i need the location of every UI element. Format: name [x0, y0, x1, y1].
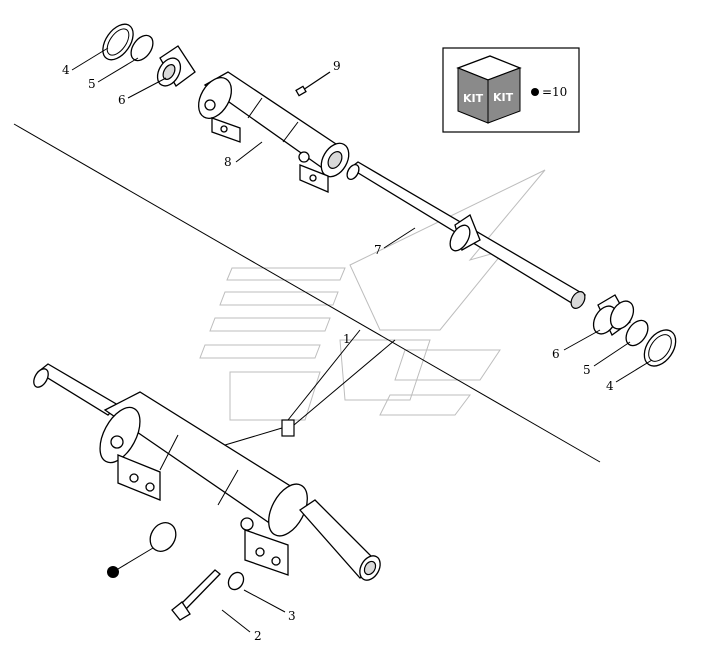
callout-5-top: 5	[88, 77, 96, 91]
callout-9: 9	[333, 59, 341, 73]
bolt	[171, 569, 221, 621]
callout-7: 7	[374, 243, 382, 257]
bushing-right	[592, 294, 635, 336]
bushing-top	[156, 45, 196, 87]
kit-legend-box: KIT KIT = 10	[442, 47, 580, 133]
o-ring-top	[130, 34, 154, 62]
retaining-ring-top	[102, 23, 134, 61]
grease-fitting	[295, 71, 331, 97]
callout-5-right: 5	[583, 363, 591, 377]
callout-4-right: 4	[606, 379, 614, 393]
callout-4-top: 4	[62, 63, 70, 77]
callout-3: 3	[288, 609, 296, 623]
kit-word-right: KIT	[493, 91, 514, 104]
o-ring-bottom	[149, 522, 177, 552]
reference-line	[13, 123, 601, 463]
retaining-ring-right	[643, 329, 677, 367]
cylinder-assembly-bottom	[33, 363, 381, 581]
piston-rod-top	[346, 161, 587, 309]
cylinder-housing	[197, 71, 350, 193]
callout-2: 2	[254, 629, 262, 643]
callout-6-top: 6	[118, 93, 126, 107]
detail-box	[281, 419, 295, 437]
kit-dot-icon	[531, 88, 539, 96]
washer	[227, 571, 245, 591]
leader-lines	[71, 47, 653, 633]
o-ring-right	[625, 319, 649, 347]
watermark-logo	[199, 169, 546, 421]
callout-1: 1	[343, 332, 351, 346]
kit-word-left: KIT	[463, 92, 484, 105]
kit-equals: =	[542, 85, 552, 99]
callout-6-right: 6	[552, 347, 560, 361]
kit-ref-number: 10	[552, 85, 567, 99]
callout-8: 8	[224, 155, 232, 169]
